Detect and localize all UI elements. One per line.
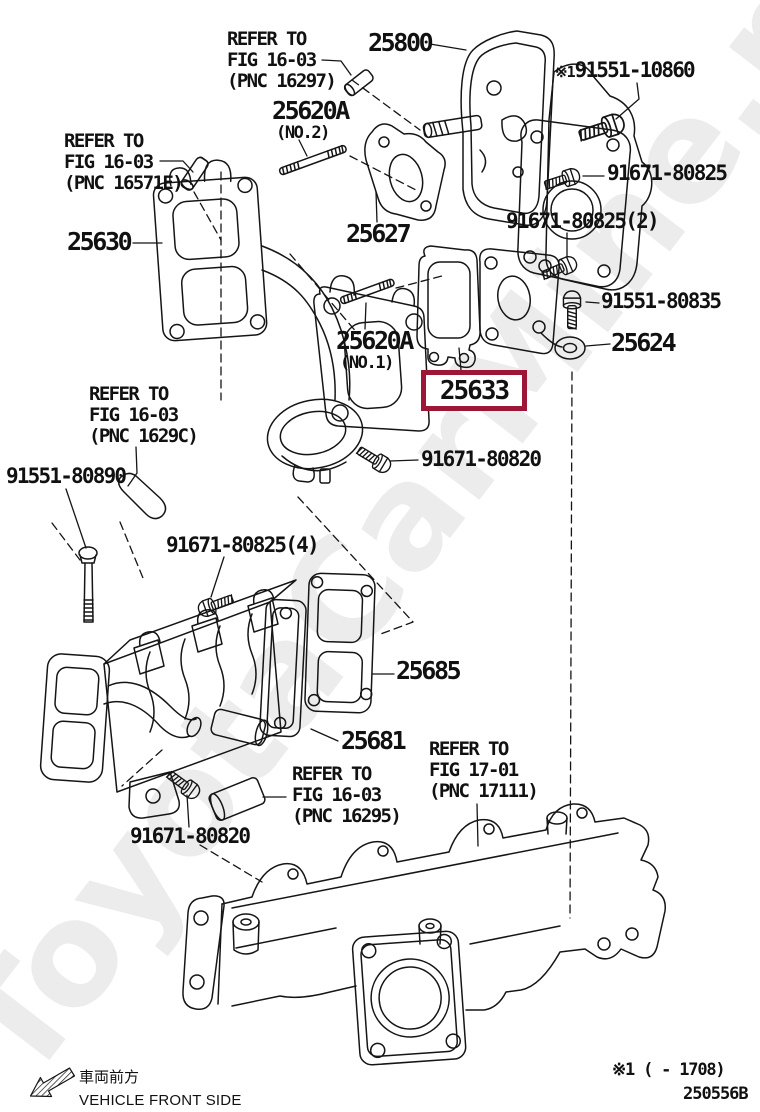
part-25681-egr-cooler: [39, 579, 307, 819]
part-number-91671-80825-2[interactable]: 91671-80825(2): [506, 209, 660, 233]
part-number-91671-80825-4[interactable]: 91671-80825(4): [166, 533, 320, 557]
part-number-25681[interactable]: 25681: [341, 726, 407, 755]
assembly-dashed-lines: [51, 79, 573, 919]
stud-25620a-no1: [339, 278, 395, 305]
part-number-25630[interactable]: 25630: [67, 227, 133, 256]
refer-note-16571e: REFER TO FIG 16-03 (PNC 16571E): [64, 130, 184, 194]
hose-1629c: [117, 472, 167, 520]
part-number-25620a-no2-sub: (NO.2): [276, 123, 330, 143]
stud-25620a-no2: [278, 144, 347, 176]
part-number-91551-80835[interactable]: 91551-80835: [601, 289, 722, 313]
vehicle-front-label-jp: 車両前方: [79, 1068, 140, 1086]
refer-note-17111: REFER TO FIG 17-01 (PNC 17111): [429, 738, 539, 802]
dowel-pin-16297: [342, 67, 376, 98]
highlighted-part-number-25633[interactable]: 25633: [421, 370, 527, 411]
refer-note-16295: REFER TO FIG 16-03 (PNC 16295): [292, 763, 402, 827]
part-25685-gasket: [304, 572, 376, 714]
part-number-91671-80825[interactable]: 91671-80825: [607, 161, 728, 185]
refer-note-16297: REFER TO FIG 16-03 (PNC 16297): [227, 28, 337, 92]
part-25630-pipe-assembly: [152, 159, 430, 484]
drawing-code: 250556B: [683, 1084, 749, 1104]
part-number-25800[interactable]: 25800: [368, 28, 434, 57]
part-number-25620a-no1-sub: (NO.1): [340, 353, 394, 373]
part-number-91551-80890[interactable]: 91551-80890: [6, 464, 127, 488]
vehicle-front-arrow-icon: [29, 1067, 76, 1098]
intake-manifold: [182, 803, 666, 1066]
part-number-25620a-no1[interactable]: 25620A(NO.1): [336, 326, 414, 373]
note-ref-mark: ※1: [555, 63, 576, 81]
bolt-91551-80890: [78, 546, 98, 623]
part-number-25685[interactable]: 25685: [396, 656, 462, 685]
part-number-25624[interactable]: 25624: [611, 328, 677, 357]
part-number-91671-80820-bot[interactable]: 91671-80820: [130, 824, 251, 848]
part-25627-gasket: [364, 123, 446, 221]
part-25624-bracket: [479, 248, 586, 360]
part-25800-cover: [460, 30, 555, 226]
hose-16295: [208, 777, 266, 821]
part-number-91551-10860[interactable]: ※191551-10860: [555, 58, 696, 82]
part-number-25620a-no2[interactable]: 25620A(NO.2): [272, 96, 350, 143]
applicability-note: ※1 ( - 1708): [612, 1060, 726, 1080]
part-number-91671-80820-mid[interactable]: 91671-80820: [421, 447, 542, 471]
part-number-25627[interactable]: 25627: [346, 219, 412, 248]
refer-note-1629c: REFER TO FIG 16-03 (PNC 1629C): [89, 383, 199, 447]
vehicle-front-label-en: VEHICLE FRONT SIDE: [79, 1092, 242, 1109]
part-25633-gasket: [416, 245, 481, 369]
egr-valve-body: [422, 63, 653, 291]
